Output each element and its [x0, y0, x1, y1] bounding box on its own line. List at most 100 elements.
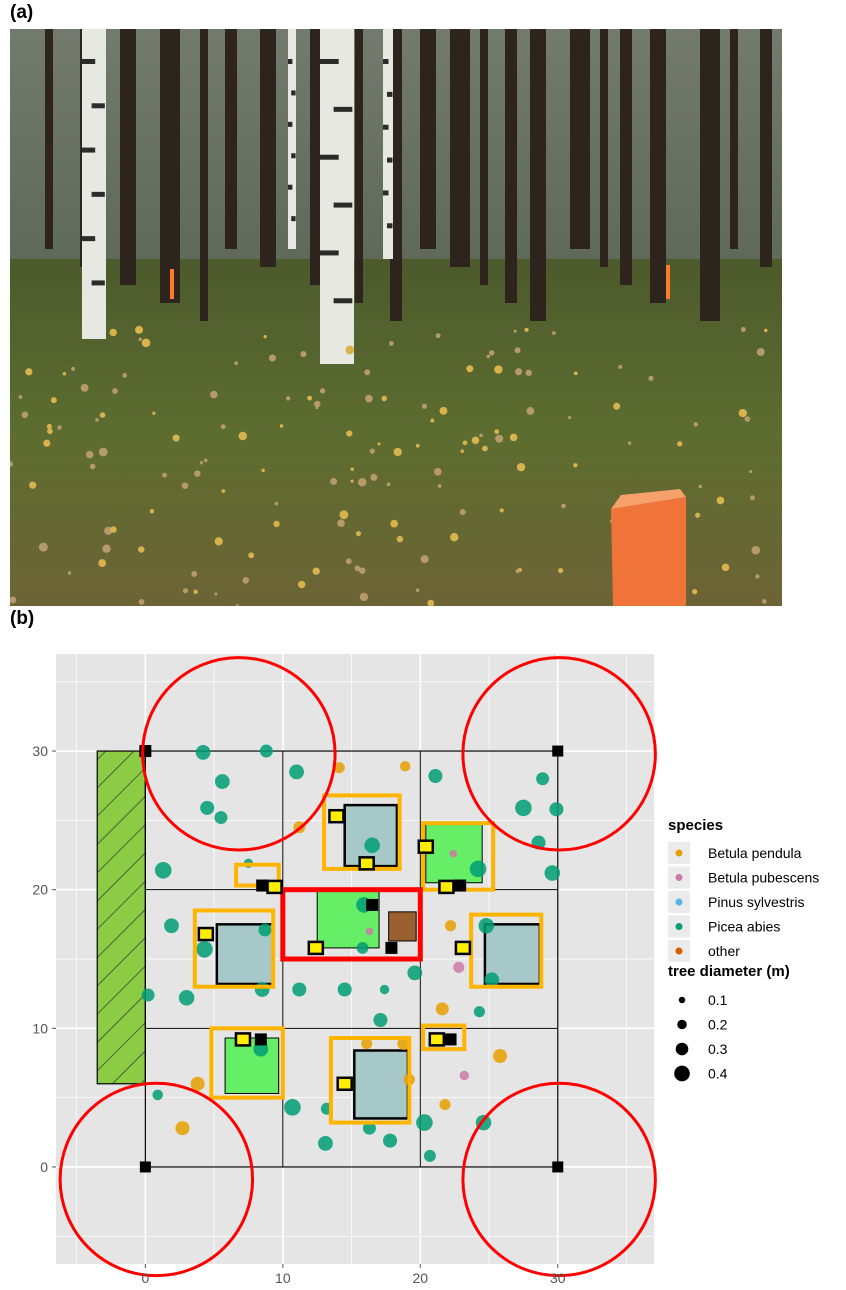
fallen-leaf: [10, 596, 17, 604]
fallen-leaf: [152, 411, 156, 415]
fallen-leaf: [613, 402, 621, 410]
fallen-leaf: [242, 577, 250, 584]
birch-trunk: [82, 29, 106, 339]
legend-species-dot: [675, 923, 683, 930]
fallen-leaf: [307, 395, 313, 401]
birch-bark-mark: [91, 191, 105, 197]
tree-point: [536, 772, 550, 786]
black-square-mark: [444, 1033, 457, 1046]
tree-point: [337, 982, 352, 997]
black-square-mark: [385, 941, 398, 954]
spruce-trunk: [260, 29, 276, 267]
fallen-leaf: [194, 470, 201, 477]
panel-a-label: (a): [10, 2, 34, 23]
corner-marker: [139, 745, 151, 757]
fallen-leaf: [50, 397, 57, 404]
tree-point: [373, 1012, 388, 1028]
fallen-leaf: [698, 484, 703, 489]
fallen-leaf: [43, 439, 51, 447]
fallen-leaf: [355, 531, 361, 537]
y-tick-label: 30: [32, 743, 48, 759]
fallen-leaf: [71, 366, 76, 371]
birch-bark-mark: [291, 153, 296, 159]
fallen-leaf: [716, 496, 725, 505]
fallen-leaf: [300, 350, 307, 358]
green-square: [224, 1037, 280, 1094]
spruce-trunk: [600, 29, 608, 267]
fallen-leaf: [573, 371, 578, 376]
birch-bark-mark: [387, 157, 393, 163]
fallen-leaf: [509, 433, 518, 442]
tree-point: [258, 923, 272, 937]
fallen-leaf: [172, 434, 180, 442]
fallen-leaf: [415, 588, 420, 593]
legend-size-label: 0.3: [708, 1041, 728, 1057]
fallen-leaf: [495, 434, 504, 443]
tree-point: [164, 918, 179, 934]
fallen-leaf: [138, 599, 145, 605]
fallen-leaf: [756, 348, 765, 356]
fallen-leaf: [210, 390, 218, 399]
fallen-leaf: [740, 327, 746, 332]
brown-square: [388, 911, 417, 942]
fallen-leaf: [751, 545, 761, 555]
fallen-leaf: [462, 440, 468, 446]
fallen-leaf: [738, 408, 747, 418]
plot-boundary: [144, 750, 559, 1168]
yellow-frame: [192, 908, 276, 989]
fallen-leaf: [396, 535, 404, 543]
spruce-trunk: [420, 29, 436, 249]
tree-point: [397, 1037, 411, 1051]
y-tick-label: 10: [32, 1020, 48, 1036]
birch-bark-mark: [288, 184, 293, 190]
fallen-leaf: [359, 592, 369, 602]
yellow-frame: [209, 1026, 285, 1100]
fallen-leaf: [514, 347, 521, 354]
tree-point: [333, 762, 345, 774]
birch-trunk: [383, 29, 393, 259]
fallen-leaf: [721, 563, 730, 572]
fallen-leaf: [466, 365, 474, 373]
tree-point: [195, 745, 211, 760]
fallen-leaf: [138, 546, 145, 553]
fallen-leaf: [10, 461, 13, 467]
legend-species-label: Picea abies: [708, 919, 780, 935]
fallen-leaf: [57, 425, 62, 430]
legend-size-title: tree diameter (m): [668, 963, 790, 980]
fallen-leaf: [526, 407, 535, 415]
fallen-leaf: [482, 445, 488, 452]
fallen-leaf: [762, 599, 767, 604]
fallen-leaf: [18, 395, 23, 399]
panel-b-label: (b): [10, 608, 35, 629]
fallen-leaf: [365, 394, 373, 403]
birch-bark-mark: [91, 103, 105, 109]
birch-bark-mark: [383, 59, 389, 64]
fallen-leaf: [109, 328, 117, 337]
birch-bark-mark: [291, 216, 296, 222]
tree-point: [254, 982, 270, 997]
legend-size-dot: [675, 1042, 689, 1056]
fallen-leaf: [62, 371, 67, 376]
birch-bark-mark: [91, 280, 105, 286]
legend-size-dot: [674, 1065, 690, 1082]
spruce-trunk: [760, 29, 772, 267]
fallen-leaf: [354, 565, 361, 572]
spruce-trunk: [450, 29, 470, 267]
fallen-leaf: [692, 588, 698, 595]
yellow-box: [266, 879, 283, 895]
fallen-leaf: [459, 509, 466, 516]
yellow-box: [234, 1032, 252, 1047]
tree-point: [549, 802, 564, 817]
tree-point: [407, 965, 423, 981]
legend-species-label: Betula pubescens: [708, 870, 819, 886]
tree-point: [435, 1002, 449, 1016]
tree-point: [190, 1076, 205, 1091]
fallen-leaf: [693, 422, 699, 427]
legend-size-label: 0.2: [708, 1017, 728, 1033]
fallen-leaf: [98, 559, 107, 568]
tree-point: [444, 920, 457, 932]
fallen-leaf: [499, 508, 504, 513]
fallen-leaf: [350, 467, 354, 472]
birch-bark-mark: [383, 190, 389, 196]
birch-bark-mark: [320, 250, 339, 256]
